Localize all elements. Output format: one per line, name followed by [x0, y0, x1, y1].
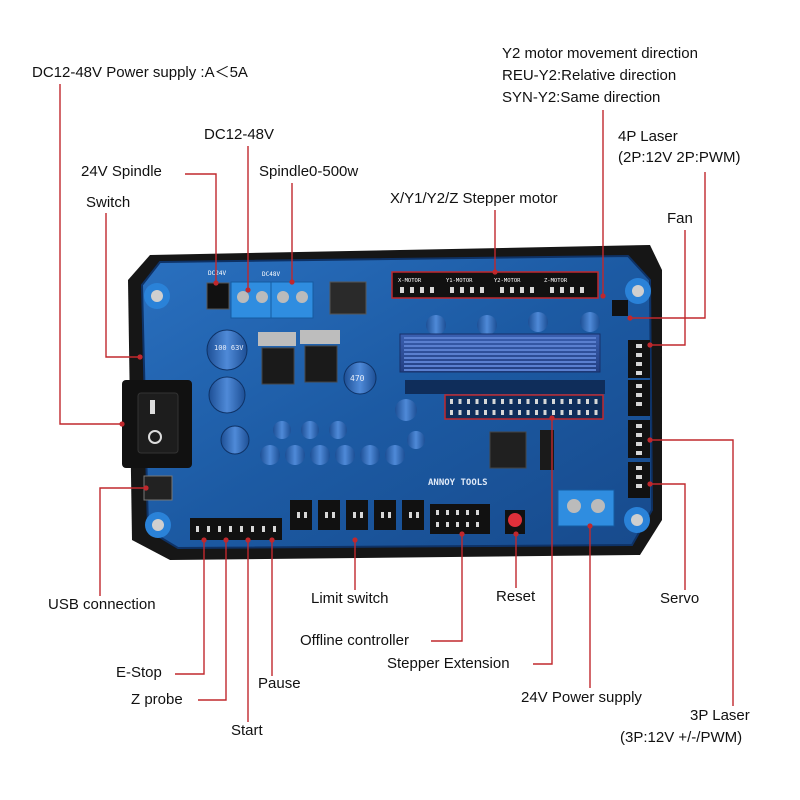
label-e-stop: E-Stop: [116, 664, 162, 681]
regulator: [258, 332, 296, 346]
label-z-probe: Z probe: [131, 691, 183, 708]
leader-dot: [459, 531, 465, 537]
label-4p-laser: 4P Laser: [618, 128, 678, 145]
label-reset: Reset: [496, 588, 536, 605]
leader-dot: [647, 437, 653, 443]
leader-line: [185, 173, 217, 283]
right-headers: [612, 300, 650, 498]
label-offline-controller: Offline controller: [300, 632, 409, 649]
label-limit-switch: Limit switch: [311, 590, 389, 607]
label-3p-laser-detail: (3P:12V +/-/PWM): [620, 729, 743, 746]
limit-switch-headers: [290, 500, 424, 530]
motor-header-strip: [391, 271, 599, 299]
power-terminals: DC48V: [230, 271, 314, 319]
leader-line: [650, 439, 734, 706]
label-servo: Servo: [660, 590, 700, 607]
label-pause: Pause: [258, 675, 301, 692]
spindle-terminal: [329, 281, 367, 315]
label-fan: Fan: [667, 210, 693, 227]
leader-dot: [647, 481, 653, 487]
leader-dot: [201, 537, 207, 543]
standoffs: [144, 278, 651, 538]
leader-dot: [223, 537, 229, 543]
leader-line: [630, 172, 706, 319]
leader-line: [650, 230, 686, 346]
svg-text:Y1-MOTOR: Y1-MOTOR: [446, 278, 473, 284]
svg-text:100 63V: 100 63V: [214, 344, 244, 352]
stepper-extension-header: [444, 394, 604, 420]
leader-dot: [587, 523, 593, 529]
leader-line: [99, 487, 146, 596]
leader-dot: [627, 315, 633, 321]
leader-dot: [269, 537, 275, 543]
label-3p-laser: 3P Laser: [690, 707, 750, 724]
control-headers: [190, 518, 282, 540]
leader-dot: [549, 415, 555, 421]
svg-text:X-MOTOR: X-MOTOR: [398, 278, 422, 284]
svg-text:470: 470: [350, 374, 365, 383]
offline-controller-header: [430, 504, 490, 534]
leader-dot: [492, 269, 498, 275]
leader-line: [650, 483, 686, 590]
svg-text:Y2-MOTOR: Y2-MOTOR: [494, 278, 521, 284]
leader-dot: [137, 354, 143, 360]
label-dc12-48v: DC12-48V: [204, 126, 275, 143]
pcb: [140, 254, 654, 550]
regulator: [304, 345, 338, 383]
label-y2-same: SYN-Y2:Same direction: [502, 89, 661, 106]
leader-line: [105, 213, 140, 358]
leader-dot: [513, 531, 519, 537]
regulator: [261, 347, 295, 385]
leader-dot: [352, 537, 358, 543]
label-y2-relative: REU-Y2:Relative direction: [502, 67, 677, 84]
label-start: Start: [231, 722, 263, 739]
label-switch: Switch: [86, 194, 131, 211]
label-stepper-extension: Stepper Extension: [387, 655, 510, 672]
label-24v-spindle: 24V Spindle: [81, 163, 162, 180]
spindle-24v-connector: [206, 282, 230, 310]
label-4p-laser-detail: (2P:12V 2P:PWM): [618, 149, 741, 166]
leader-dot: [143, 485, 149, 491]
leader-dot: [119, 421, 125, 427]
label-power-supply: DC12-48V Power supply :A＜5A: [32, 64, 248, 81]
mcu: [489, 431, 527, 469]
leader-dot: [600, 293, 606, 299]
regulator: [300, 330, 340, 344]
leader-dot: [245, 287, 251, 293]
capacitors: 100 63V 470: [206, 312, 600, 465]
svg-text:Z-MOTOR: Z-MOTOR: [544, 278, 568, 284]
leader-line: [175, 540, 205, 675]
leader-line: [533, 418, 553, 665]
leader-dot: [245, 537, 251, 543]
label-y2-direction: Y2 motor movement direction: [502, 45, 698, 62]
leader-dot: [289, 279, 295, 285]
svg-text:DC48V: DC48V: [262, 271, 280, 278]
svg-text:DC24V: DC24V: [208, 270, 226, 277]
svg-text:ANNOY TOOLS: ANNOY TOOLS: [428, 478, 488, 488]
label-stepper-motor: X/Y1/Y2/Z Stepper motor: [390, 190, 558, 207]
label-usb-connection: USB connection: [48, 596, 156, 613]
leader-dot: [213, 280, 219, 286]
leader-line: [198, 540, 227, 701]
label-spindle-0-500w: Spindle0-500w: [259, 163, 359, 180]
leader-line: [59, 84, 122, 425]
label-24v-power-supply: 24V Power supply: [521, 689, 642, 706]
power-24v-terminal: [557, 489, 615, 527]
reset-button: [508, 513, 522, 527]
leader-line: [431, 534, 463, 642]
leader-dot: [647, 342, 653, 348]
